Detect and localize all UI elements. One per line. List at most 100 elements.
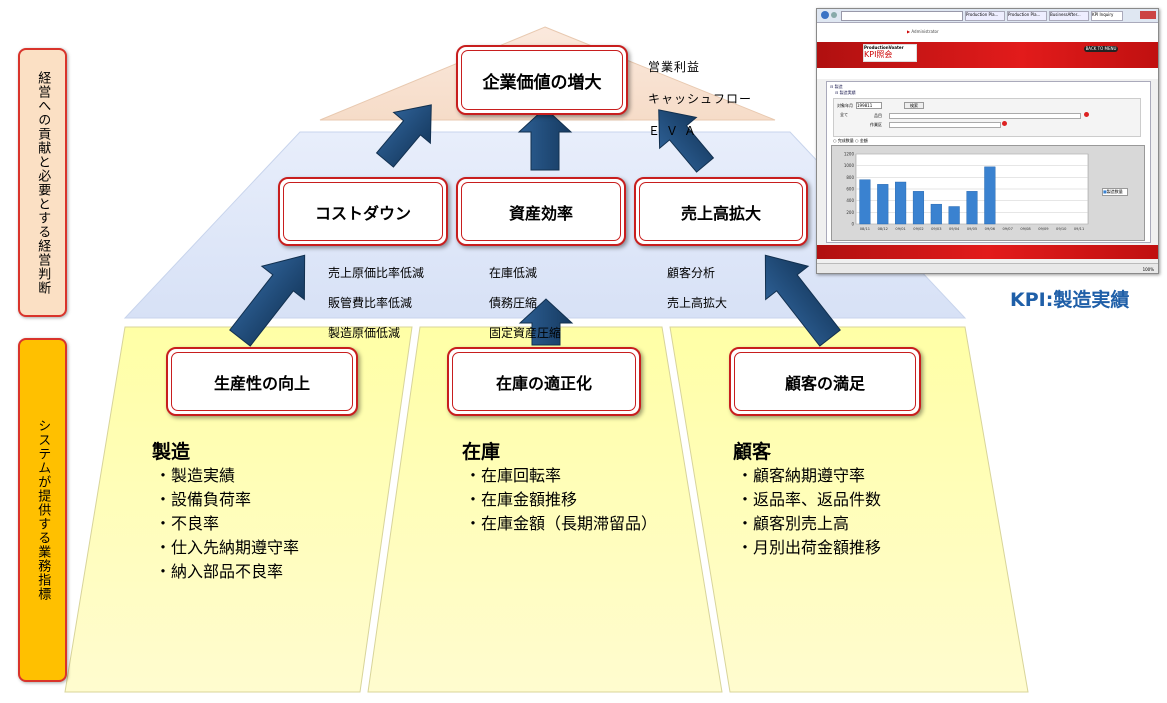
forward-icon[interactable]: [831, 12, 837, 18]
y-tick-label: 600: [846, 187, 854, 192]
chart-legend: ■製造数量: [1102, 188, 1128, 196]
x-tick-label: 09/01: [895, 227, 905, 231]
clear-icon[interactable]: [1002, 121, 1007, 126]
expand-icon[interactable]: ⊟: [830, 84, 835, 89]
x-tick-label: 09/07: [1003, 227, 1013, 231]
section-row: ⊟ 製造: [830, 84, 843, 89]
mid-box-label: 売上高拡大: [680, 203, 761, 223]
option-label: 金額: [859, 138, 868, 143]
content-panel: ⊟ 製造 ⊟ 製造実績 対象年月 199811 検索 全て 品目 作業区 ○ 完…: [826, 81, 1151, 243]
arrow-sales-to-top: [658, 109, 715, 173]
x-tick-label: 09/06: [985, 227, 996, 231]
expand-icon[interactable]: ⊟: [835, 90, 840, 95]
mid-box-label: コストダウン: [314, 203, 411, 223]
search-button[interactable]: 検索: [904, 102, 924, 109]
item-input[interactable]: [889, 113, 1081, 119]
y-tick-label: 1200: [844, 152, 855, 157]
side-label-system-text: システムが提供する業務指標: [35, 419, 51, 601]
app-header: ▶ Administrator ProductionVoater KPI照会 B…: [817, 23, 1158, 79]
tier-bottom-right: [669, 326, 1029, 693]
subsection-label: 製造実績: [839, 90, 856, 95]
top-note: ＥＶＡ: [648, 124, 703, 138]
side-label-management-text: 経営への貢献と必要とする経営判断: [35, 70, 51, 295]
user-label: ▶ Administrator: [907, 29, 939, 34]
browser-tab[interactable]: Production Pla...: [965, 11, 1005, 21]
bar: [948, 206, 960, 225]
list-item: ・顧客別売上高: [737, 514, 850, 533]
bar: [859, 179, 871, 225]
list-item: ・仕入先納期遵守率: [155, 538, 300, 557]
browser-tab[interactable]: Production Pla...: [1007, 11, 1047, 21]
heading-manufacturing: 製造: [152, 441, 191, 463]
address-bar[interactable]: [841, 11, 963, 21]
mid-box-cost-down: コストダウン: [278, 177, 448, 246]
back-to-menu-button[interactable]: BACK TO MENU: [1084, 46, 1118, 52]
radio-quantity[interactable]: ○: [833, 138, 838, 143]
radio-amount[interactable]: ○: [855, 138, 860, 143]
mid-note: 在庫低減: [489, 266, 538, 280]
arrow-asset-to-top: [517, 107, 573, 171]
x-tick-label: 09/10: [1056, 227, 1067, 231]
x-tick-label: 09/03: [931, 227, 941, 231]
list-item: ・不良率: [155, 514, 220, 533]
list-item: ・製造実績: [155, 466, 236, 485]
zoom-level[interactable]: 100%: [1142, 267, 1154, 272]
browser-tab[interactable]: KPI Inquiry: [1091, 11, 1123, 21]
workcenter-input[interactable]: [889, 122, 1001, 128]
filter-panel: 対象年月 199811 検索 全て 品目 作業区: [833, 98, 1141, 137]
x-tick-label: 09/09: [1038, 227, 1049, 231]
list-item: ・月別出荷金額推移: [737, 538, 882, 557]
mid-note: 売上高拡大: [667, 296, 728, 310]
legend-label: 製造数量: [1106, 189, 1123, 194]
side-label-system: システムが提供する業務指標: [18, 338, 67, 682]
kpi-screenshot: Production Pla... Production Pla... Busi…: [816, 8, 1159, 274]
options-row: ○ 完成数量 ○ 金額: [833, 138, 868, 143]
mid-note: 固定資産圧縮: [489, 326, 562, 340]
bottom-box-label: 顧客の満足: [784, 373, 865, 393]
bottom-box-label: 生産性の向上: [213, 373, 310, 393]
arrow-productivity-to-cost: [229, 254, 306, 347]
browser-toolbar: Production Pla... Production Pla... Busi…: [817, 9, 1158, 23]
section-label: 製造: [834, 84, 843, 89]
bar: [930, 203, 942, 225]
mid-note: 販管費比率低減: [328, 296, 413, 310]
tier-bottom-center: [367, 326, 723, 693]
browser-tab[interactable]: BusinessAfter...: [1049, 11, 1089, 21]
list-item: ・返品率、返品件数: [737, 490, 882, 509]
y-tick-label: 400: [846, 198, 854, 203]
mid-notes-asset: 在庫低減 債務圧縮 固定資産圧縮: [489, 251, 561, 356]
period-select[interactable]: 199811: [856, 102, 882, 109]
side-label-management: 経営への貢献と必要とする経営判断: [18, 48, 67, 317]
list-item: ・設備負荷率: [155, 490, 252, 509]
x-tick-label: 08/11: [860, 227, 870, 231]
x-tick-label: 09/11: [1074, 227, 1084, 231]
top-note: 営業利益: [648, 60, 701, 74]
arrow-inventory-to-asset: [518, 298, 574, 346]
x-tick-label: 09/04: [949, 227, 960, 231]
clear-icon[interactable]: [1084, 112, 1089, 117]
list-item: ・顧客納期遵守率: [737, 466, 866, 485]
back-icon[interactable]: [821, 11, 829, 19]
x-tick-label: 08/12: [878, 227, 888, 231]
arrow-cost-to-top: [375, 104, 432, 168]
bar: [895, 181, 907, 225]
x-tick-label: 09/08: [1020, 227, 1031, 231]
mid-note: 製造原価低減: [328, 326, 401, 340]
list-item: ・在庫金額推移: [465, 490, 578, 509]
browser-tabs: Production Pla... Production Pla... Busi…: [965, 11, 1123, 21]
y-tick-label: 1000: [844, 163, 855, 168]
top-note: キャッシュフロー: [648, 92, 753, 106]
field-label: 作業区: [870, 122, 882, 127]
bar: [912, 191, 925, 225]
top-box-label: 企業価値の増大: [482, 72, 602, 93]
footer-red-band: [817, 245, 1158, 259]
window-controls[interactable]: [1140, 11, 1156, 19]
field-label: 全て: [840, 112, 848, 117]
bar: [984, 166, 996, 225]
bottom-box-productivity: 生産性の向上: [166, 347, 358, 416]
user-name: Administrator: [911, 29, 939, 34]
top-notes: 営業利益 キャッシュフロー ＥＶＡ: [648, 43, 752, 155]
option-label: 完成数量: [837, 138, 854, 143]
